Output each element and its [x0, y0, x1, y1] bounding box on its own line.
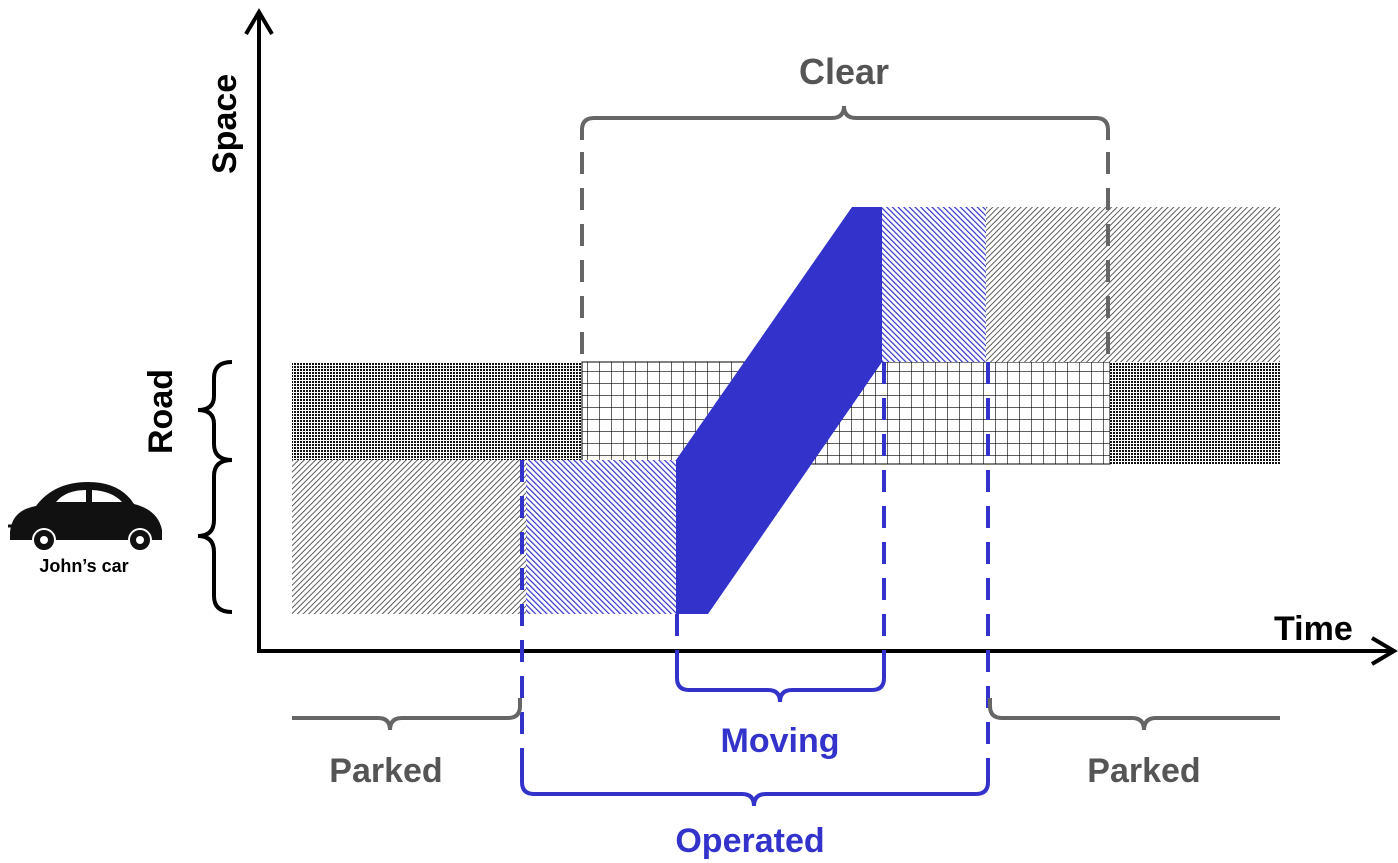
parked-bracket-right — [988, 698, 1280, 731]
axes — [244, 8, 1398, 666]
parked-label-left: Parked — [329, 752, 442, 790]
parked-car-region-left — [292, 460, 526, 614]
moving-bracket — [675, 668, 886, 703]
y-axis-arrowhead — [244, 8, 274, 36]
vintage-beetle-car-icon — [8, 482, 162, 552]
parked-car-region-right — [986, 207, 1280, 362]
car-bracket — [197, 458, 233, 614]
road-bracket — [197, 360, 233, 462]
road-occupied-region-left — [292, 362, 582, 460]
left-brackets-group — [197, 360, 233, 614]
parked-label-right: Parked — [1087, 752, 1200, 790]
moving-band — [676, 207, 882, 614]
clear-label: Clear — [799, 51, 889, 92]
moving-label: Moving — [721, 722, 840, 760]
operated-region-left — [526, 460, 676, 614]
operated-label: Operated — [675, 822, 824, 860]
operated-region-right — [882, 207, 986, 362]
parked-bracket-left — [292, 698, 522, 731]
road-occupied-region-right — [1110, 362, 1280, 464]
car-label: John’s car — [39, 556, 128, 576]
clear-bracket — [580, 105, 1110, 140]
y-axis-label: Space — [206, 74, 244, 174]
operated-bracket — [520, 770, 990, 807]
clear-bracket-group — [580, 105, 1110, 362]
x-axis-arrowhead — [1370, 636, 1398, 666]
x-axis-label: Time — [1274, 610, 1353, 648]
road-label: Road — [142, 369, 180, 454]
parked-brackets-group — [292, 698, 1280, 731]
regions — [292, 207, 1280, 614]
